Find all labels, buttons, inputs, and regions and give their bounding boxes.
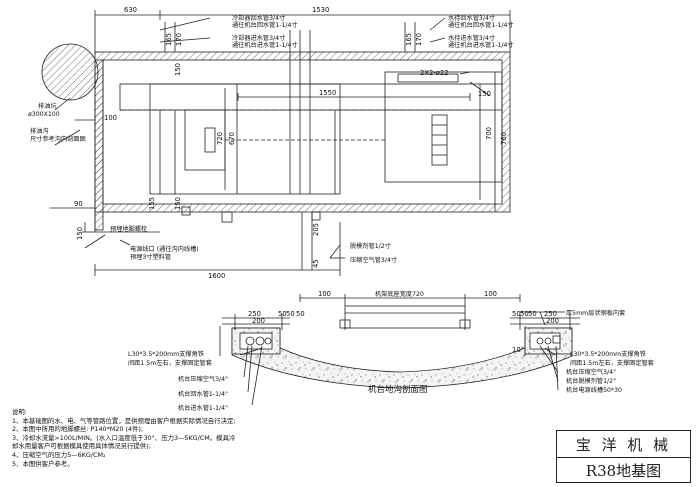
dim-1550: 1550 [319,89,336,97]
note-line-6: 5、本图供客户参考。 [12,459,74,468]
dim-155: 155 [148,197,156,210]
dim-630: 630 [124,6,137,14]
note-line-3: 3、冷却水流量>100L/MIN。(水入口温度低于30°、压力3—5KG/CM。… [12,433,236,442]
dim-right-250: 250 [544,310,557,318]
label-drain-channel-note: 尺寸参考沟内剖面图 [30,135,86,143]
label-mold-temp-inlet: 水待进水管3/4寸 [448,34,495,42]
notes-heading: 说明: [12,408,27,416]
dim-70-left: 170 [175,33,183,46]
label-drain-channel: 排油沟 [30,127,49,135]
label-mold-temp-return: 水待回水管3/4寸 [448,14,495,22]
label-angle-10: 10° [512,346,524,354]
dim-90: 90 [74,200,83,208]
label-machine-return: 通往机台回水管1-1/4寸 [232,21,298,29]
dim-1600: 1600 [208,272,225,280]
drawing-title: R38地基图 [585,461,662,480]
plan-dimensions: 630 1530 1550 720 670 700 760 150 155 15… [74,6,508,280]
dim-150-side: 150 [76,227,84,240]
label-cooler-return: 冷却器回水管3/4寸 [232,14,285,22]
section-view [219,294,580,406]
label-machine-return-right: 通往机台回水管1-1/4寸 [448,21,514,29]
dim-left-250: 250 [248,310,261,318]
label-drain-pit-size: ø300X100 [28,111,60,118]
label-right-release: 机台脱模剂管1/2" [566,377,616,385]
label-right-air: 机台压缩空气3/4" [566,368,616,376]
note-line-2: 2、本图中所用的地脚螺丝: P140*M20 (4件); [12,425,144,434]
label-left-air: 机台压缩空气3/4" [178,375,228,383]
label-angle-left-note: 间距1.5m左右，支撑固定管套 [128,359,212,367]
dim-760: 760 [500,132,508,145]
dim-150-right: 150 [478,90,491,98]
label-machine-inlet-right: 通往机台进水管1-1/4寸 [448,41,514,49]
dim-1530: 1530 [312,6,329,14]
dim-left-50a: 50 [278,310,287,318]
dim-70-right: 170 [415,33,423,46]
dim-right-50b: 50 [520,310,529,318]
label-right-cable: 机台电源线槽50*30 [566,386,622,394]
dim-150-top: 150 [174,63,182,76]
company-name: 宝 洋 机 械 [575,435,672,454]
dim-2x2-22: 2X2-ø22 [420,69,449,77]
dim-100-left: 100 [318,290,331,298]
label-embed-screw: 预埋地脚螺栓 [110,225,147,233]
dim-left-50b: 50 [286,310,295,318]
notes-block: 说明: 1、本基础图的水、电、气等管路位置，是供预埋由客户根据实际情况自行决定;… [12,408,236,468]
dim-right-50c: 50 [528,310,537,318]
label-drain-pit: 排油坑 [38,102,57,110]
dim-165: 165 [165,33,173,46]
dim-165-right: 165 [405,33,413,46]
label-angle-left: L30*3.5*200mm支撑角铁 [128,350,204,358]
dim-left-200: 200 [252,317,265,325]
label-angle-right: L30*3.5*200mm支撑角铁 [570,350,646,358]
label-frame-width: 机架底座宽度720 [375,290,424,298]
dim-205: 205 [312,223,320,236]
label-steel-plate: 厚5mm层状钢板内套 [566,309,625,317]
note-line-1: 1、本基础图的水、电、气等管路位置，是供预埋由客户根据实际情况自行决定; [12,416,236,425]
plan-labels: 冷却器回水管3/4寸 通往机台回水管1-1/4寸 冷却器进水管3/4寸 通往机台… [28,14,514,264]
title-drawing-box: R38地基图 [556,457,691,483]
note-line-5: 4、压缩空气的压力5—6KG/CM₂ [12,450,106,459]
dim-100-right: 100 [484,290,497,298]
section-title: 机台地沟剖面图 [368,384,428,395]
label-machine-inlet: 通往机台进水管1-1/4寸 [232,41,298,49]
dim-150-bottom: 150 [174,197,182,210]
label-left-inlet: 机台进水管1-1/4" [178,404,228,412]
section-labels: 机架底座宽度720 100 100 250 200 50 50 50 50 50… [128,290,654,412]
plan-view [41,10,511,276]
dim-670: 670 [228,132,236,145]
title-company-box: 宝 洋 机 械 [556,430,691,458]
dim-right-200: 200 [546,317,559,325]
label-embed-pipe: 预埋3寸塑料管 [130,253,171,261]
label-release-pipe: 脱模剂管1/2寸 [350,242,391,250]
label-air-pipe: 压缩空气管3/4寸 [350,256,397,264]
dim-720: 720 [216,132,224,145]
dim-700: 700 [485,127,493,140]
label-elec-outlet: 电源线口 (通往沟内线槽) [130,245,199,253]
note-line-4: 却水用量客户可根据模具使用具体情况另行提供); [12,442,151,451]
label-cooler-inlet: 冷却器进水管3/4寸 [232,34,285,42]
label-left-return: 机台回水管1-1/4" [178,390,228,398]
dim-left-50c: 50 [296,310,305,318]
dim-100: 100 [104,114,117,122]
label-angle-right-note: 间距1.5m左右，支撑固定管套 [570,359,654,367]
dim-45: 45 [312,259,320,268]
dim-right-50a: 50 [512,310,521,318]
